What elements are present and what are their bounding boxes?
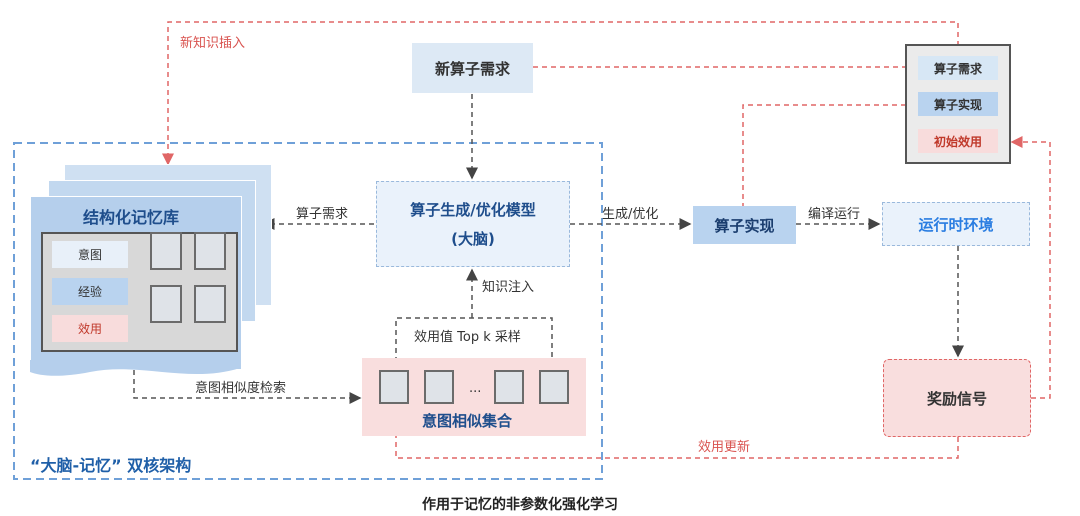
reward-to-utility-arrow <box>1010 136 1051 399</box>
panel-impl-item: 算子实现 <box>918 92 998 116</box>
intent-slot <box>424 370 454 404</box>
intent-retrieval-label: 意图相似度检索 <box>195 381 287 396</box>
compile-run-label: 编译运行 <box>808 207 861 222</box>
panel-utility-item: 初始效用 <box>918 129 998 153</box>
reward-signal-node: 奖励信号 <box>883 359 1031 437</box>
mem-intent-cell: 意图 <box>52 241 128 268</box>
topk-sampling-label: 效用值 Top k 采样 <box>414 330 521 345</box>
intent-retrieval-arrow <box>133 370 362 404</box>
intent-ellipsis: ... <box>469 381 482 396</box>
architecture-frame <box>13 142 603 480</box>
topk-bracket <box>395 317 553 362</box>
brain-model-node: 算子生成/优化模型 (大脑) <box>376 181 570 267</box>
impl-to-panel-arrow <box>742 99 920 208</box>
mem-experience-cell: 经验 <box>52 278 128 305</box>
brain-title-line2: (大脑) <box>451 230 495 248</box>
panel-demand-item: 算子需求 <box>918 56 998 80</box>
memory-slot <box>150 232 182 270</box>
runtime-env-node: 运行时环境 <box>882 202 1030 246</box>
memory-library-title: 结构化记忆库 <box>83 208 180 227</box>
new-operator-demand-node: 新算子需求 <box>412 43 533 93</box>
knowledge-inject-label: 知识注入 <box>482 280 535 295</box>
utility-update-label: 效用更新 <box>698 440 751 455</box>
memory-slot <box>194 285 226 323</box>
memory-slot <box>194 232 226 270</box>
operator-impl-node: 算子实现 <box>693 206 796 244</box>
brain-title-line1: 算子生成/优化模型 <box>410 201 536 219</box>
memory-page-curl <box>30 360 240 376</box>
new-knowledge-arrow <box>162 21 959 166</box>
intent-slot <box>539 370 569 404</box>
intent-slot <box>494 370 524 404</box>
operator-demand-arrow-label: 算子需求 <box>296 207 349 222</box>
architecture-title: “大脑-记忆” 双核架构 <box>30 456 192 475</box>
gen-opt-label: 生成/优化 <box>602 207 659 222</box>
intent-slot <box>379 370 409 404</box>
intent-set-title: 意图相似集合 <box>422 412 513 430</box>
diagram-caption: 作用于记忆的非参数化强化学习 <box>422 497 618 513</box>
memory-slot <box>150 285 182 323</box>
mem-utility-cell: 效用 <box>52 315 128 342</box>
new-knowledge-insert-label: 新知识插入 <box>180 36 246 51</box>
